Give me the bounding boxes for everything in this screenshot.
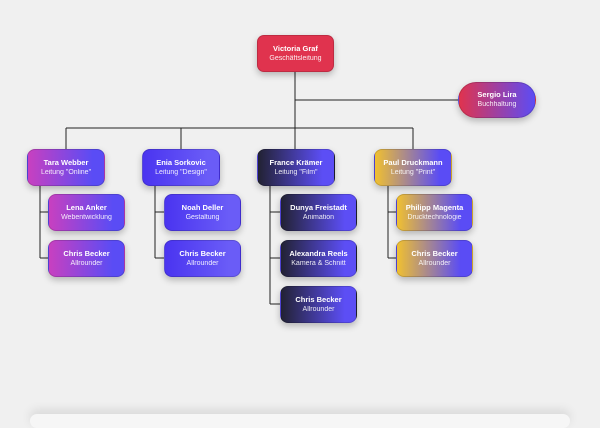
member-node[interactable]: Chris Becker Allrounder <box>396 240 473 277</box>
department-head-role: Leitung "Print" <box>390 168 436 176</box>
assistant-node[interactable]: Sergio Lira Buchhaltung <box>458 82 536 118</box>
department-head-node[interactable]: Paul Druckmann Leitung "Print" <box>374 149 452 186</box>
member-role: Drucktechnologie <box>407 213 462 221</box>
member-node[interactable]: Chris Becker Allrounder <box>164 240 241 277</box>
assistant-name: Sergio Lira <box>477 90 517 99</box>
member-name: Philipp Magenta <box>405 202 464 212</box>
member-node[interactable]: Dunya Freistadt Animation <box>280 194 357 231</box>
member-node[interactable]: Philipp Magenta Drucktechnologie <box>396 194 473 231</box>
department-head-node[interactable]: Enia Sorkovic Leitung "Design" <box>142 149 220 186</box>
member-role: Allrounder <box>418 259 451 267</box>
department-head-name: France Krämer <box>269 157 323 167</box>
member-name: Chris Becker <box>411 248 458 258</box>
member-name: Alexandra Reels <box>289 248 348 258</box>
member-node[interactable]: Chris Becker Allrounder <box>280 286 357 323</box>
department-head-role: Leitung "Design" <box>155 168 207 176</box>
department-head-name: Tara Webber <box>43 157 89 167</box>
department-head-role: Leitung "Film" <box>274 168 318 176</box>
member-name: Chris Becker <box>179 248 226 258</box>
member-name: Dunya Freistadt <box>290 202 347 212</box>
member-name: Chris Becker <box>295 294 342 304</box>
ceo-name: Victoria Graf <box>273 43 318 53</box>
ceo-node[interactable]: Victoria Graf Geschäftsleitung <box>257 35 334 72</box>
ceo-role: Geschäftsleitung <box>269 54 322 62</box>
department-head-role: Leitung "Online" <box>40 168 92 176</box>
member-node[interactable]: Alexandra Reels Kamera & Schnitt <box>280 240 357 277</box>
member-node[interactable]: Noah Deller Gestaltung <box>164 194 241 231</box>
member-node[interactable]: Lena Anker Webentwicklung <box>48 194 125 231</box>
member-name: Lena Anker <box>66 202 107 212</box>
member-role: Allrounder <box>186 259 219 267</box>
member-name: Noah Deller <box>181 202 224 212</box>
department-head-name: Enia Sorkovic <box>156 157 206 167</box>
department-head-node[interactable]: Tara Webber Leitung "Online" <box>27 149 105 186</box>
member-role: Kamera & Schnitt <box>291 259 346 267</box>
member-role: Allrounder <box>302 305 335 313</box>
assistant-role: Buchhaltung <box>477 101 517 108</box>
member-node[interactable]: Chris Becker Allrounder <box>48 240 125 277</box>
member-role: Allrounder <box>70 259 103 267</box>
member-role: Webentwicklung <box>61 213 112 221</box>
member-name: Chris Becker <box>63 248 110 258</box>
member-role: Gestaltung <box>185 213 220 221</box>
footer-panel <box>30 414 570 428</box>
department-head-node[interactable]: France Krämer Leitung "Film" <box>257 149 335 186</box>
department-head-name: Paul Druckmann <box>383 157 443 167</box>
member-role: Animation <box>302 213 335 221</box>
